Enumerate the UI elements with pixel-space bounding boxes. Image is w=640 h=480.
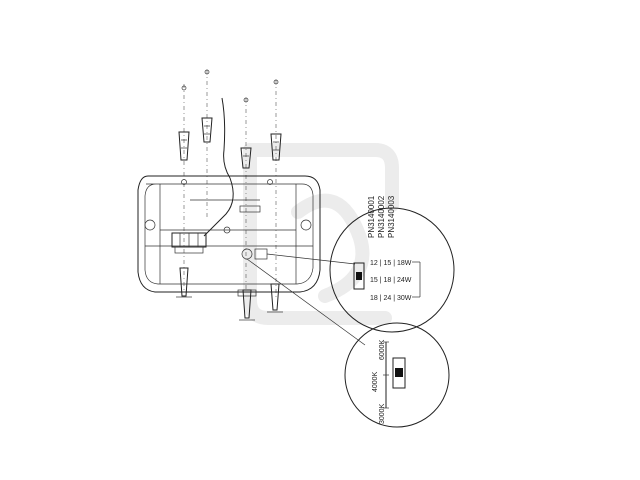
wall-dowels [178,69,282,300]
part-number-2: PN3140002 [377,195,386,238]
wattage-callout: PN3140001 PN3140002 PN3140003 12 | 15 | … [329,195,455,333]
fixing-screws [176,267,283,321]
wattage-dip-switch [353,262,365,290]
cct-dip-knob [395,368,403,377]
wattage-row-3: 18 | 24 | 30W [370,295,412,302]
part-number-1: PN3140001 [367,195,376,238]
wattage-dip-knob [356,272,362,280]
cct-label-3000k: 3000K [379,403,386,424]
cct-label-6000k: 6000K [379,339,386,360]
cct-callout-circle [344,322,450,428]
cct-label-4000k: 4000K [372,371,379,392]
callout-leaders [246,253,366,346]
cct-callout: 6000K 4000K 3000K [344,322,450,428]
wattage-row-2: 15 | 18 | 24W [370,277,412,284]
part-number-3: PN3140003 [387,195,396,238]
housing-base [137,175,321,297]
cct-dip-switch [392,357,406,389]
wattage-callout-circle [329,207,455,333]
wattage-row-1: 12 | 15 | 18W [370,260,412,267]
